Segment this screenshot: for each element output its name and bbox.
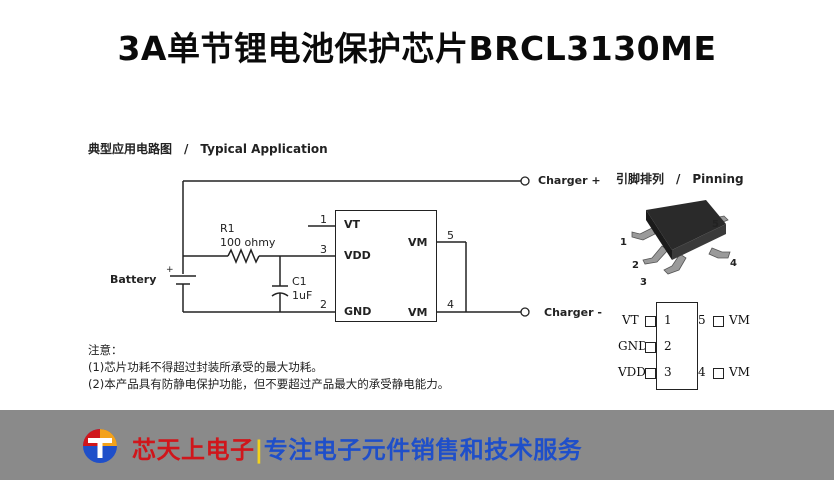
sot23-5-package-photo: 1 2 3 4 5 <box>620 200 737 288</box>
pin-vt-label: VT <box>344 218 361 231</box>
notes-line-2: (2)本产品具有防静电保护功能，但不要超过产品最大的承受静电能力。 <box>88 377 450 391</box>
notes-heading: 注意： <box>88 343 123 357</box>
pin-number-1: 1 <box>320 213 327 226</box>
pin-number-3: 3 <box>320 243 327 256</box>
footer-text: 芯天上电子|专注电子元件销售和技术服务 <box>132 430 582 465</box>
pinout-vm4-label: VM <box>729 365 750 379</box>
pin-number-5: 5 <box>447 229 454 242</box>
pinout-pin-box <box>713 368 724 379</box>
photo-pin-4: 4 <box>730 258 737 269</box>
pinout-vdd-label: VDD <box>618 365 646 379</box>
pinout-pin-1-num: 1 <box>664 313 672 327</box>
page-title: 3A单节锂电池保护芯片BRCL3130ME <box>117 29 717 68</box>
notes-line-1: (1)芯片功耗不得超过封装所承受的最大功耗。 <box>88 360 323 374</box>
photo-pin-1: 1 <box>620 237 627 248</box>
charger-plus-label: Charger + <box>538 174 601 187</box>
application-heading: 典型应用电路图 / Typical Application <box>88 142 328 156</box>
pinout-pin-box <box>713 316 724 327</box>
battery-label: Battery <box>110 273 157 286</box>
pin-gnd-label: GND <box>344 305 372 318</box>
pin-number-2: 2 <box>320 298 327 311</box>
company-slogan: 专注电子元件销售和技术服务 <box>263 436 583 464</box>
footer-banner: 芯天上电子|专注电子元件销售和技术服务 <box>0 410 834 480</box>
pinout-pin-box <box>645 342 656 353</box>
c1-value: 1uF <box>292 289 313 302</box>
pinning-heading: 引脚排列 / Pinning <box>616 172 744 186</box>
pin-vm-bottom-label: VM <box>408 306 428 319</box>
pinout-pin-2-num: 2 <box>664 339 672 353</box>
photo-pin-2: 2 <box>632 260 639 271</box>
pinout-vt-label: VT <box>622 313 639 327</box>
pinout-pin-box <box>645 368 656 379</box>
photo-pin-5: 5 <box>712 219 719 230</box>
charger-minus-terminal <box>520 307 530 317</box>
pin-vdd-label: VDD <box>344 249 371 262</box>
pin-number-4: 4 <box>447 298 454 311</box>
footer-separator: | <box>254 436 264 464</box>
pinout-pin-box <box>645 316 656 327</box>
photo-pin-3: 3 <box>640 277 647 288</box>
circuit-diagram: + <box>166 176 530 317</box>
pinout-package-outline <box>656 302 698 390</box>
pinout-vm5-label: VM <box>729 313 750 327</box>
company-name: 芯天上电子 <box>132 436 255 464</box>
pinout-gnd-label: GND <box>618 339 648 353</box>
notes-block: 注意： (1)芯片功耗不得超过封装所承受的最大功耗。 (2)本产品具有防静电保护… <box>88 342 449 393</box>
r1-label: R1 <box>220 222 235 235</box>
pin-vm-top-label: VM <box>408 236 428 249</box>
pinout-pin-4-num: 4 <box>698 365 706 379</box>
r1-value: 100 ohmy <box>220 236 276 249</box>
protection-ic-symbol <box>335 210 437 322</box>
charger-plus-terminal <box>520 176 530 186</box>
svg-text:+: + <box>166 265 174 275</box>
company-logo-icon <box>83 429 117 463</box>
pinout-pin-5-num: 5 <box>698 313 706 327</box>
c1-label: C1 <box>292 275 307 288</box>
pinout-pin-3-num: 3 <box>664 365 672 379</box>
charger-minus-label: Charger - <box>544 306 602 319</box>
